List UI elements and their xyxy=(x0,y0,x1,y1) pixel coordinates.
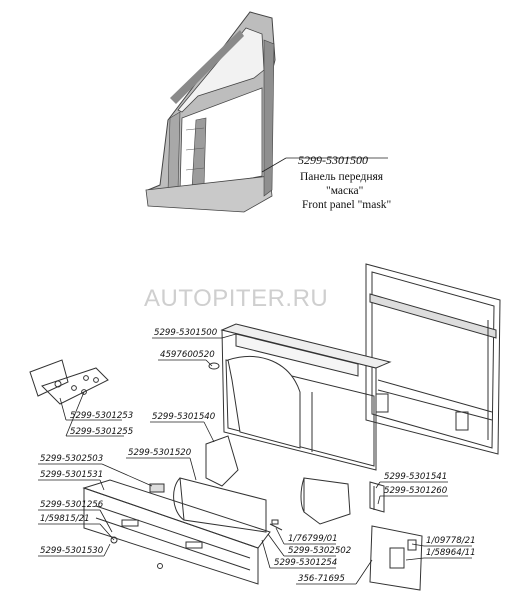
label-5299-5301256: 5299-5301256 xyxy=(40,500,104,510)
watermark-text: AUTOPITER.RU xyxy=(144,285,328,312)
label-5299-5301254: 5299-5301254 xyxy=(274,558,337,568)
label-5299-5301520: 5299-5301520 xyxy=(128,448,192,458)
label-5299-5301260: 5299-5301260 xyxy=(384,486,448,496)
top-callout-part-number: 5299-5301500 xyxy=(298,153,368,167)
label-5299-5301253: 5299-5301253 xyxy=(70,411,133,421)
label-5299-5301500: 5299-5301500 xyxy=(154,328,218,338)
label-5299-5301531: 5299-5301531 xyxy=(40,470,103,480)
top-callout-name-ru-1: Панель передняя xyxy=(300,171,384,183)
leader-lines xyxy=(38,333,472,585)
part-labels: 5299-5301500 4597600520 5299-5301253 529… xyxy=(40,328,476,584)
label-1-76799-01: 1/76799/01 xyxy=(288,534,338,544)
label-1-09778-21: 1/09778/21 xyxy=(426,536,476,546)
label-5299-5301530: 5299-5301530 xyxy=(40,546,104,556)
label-5299-5301540: 5299-5301540 xyxy=(152,412,216,422)
exploded-line-drawing xyxy=(29,263,501,591)
top-callout-name-en: Front panel "mask" xyxy=(302,199,391,211)
top-callout: 5299-5301500 Панель передняя "маска" Fro… xyxy=(261,153,391,211)
label-4597600520: 4597600520 xyxy=(160,350,215,360)
label-5299-5302503: 5299-5302503 xyxy=(40,454,103,464)
front-panel-mask-top-render xyxy=(145,11,276,213)
top-callout-name-ru-2: "маска" xyxy=(326,185,363,197)
label-5299-5302502: 5299-5302502 xyxy=(288,546,351,556)
label-1-59815-21: 1/59815/21 xyxy=(40,514,90,524)
label-1-58964-11: 1/58964/11 xyxy=(426,548,476,558)
label-5299-5301541: 5299-5301541 xyxy=(384,472,447,482)
label-5299-5301255: 5299-5301255 xyxy=(70,427,133,437)
label-356-71695: 356-71695 xyxy=(298,574,345,584)
